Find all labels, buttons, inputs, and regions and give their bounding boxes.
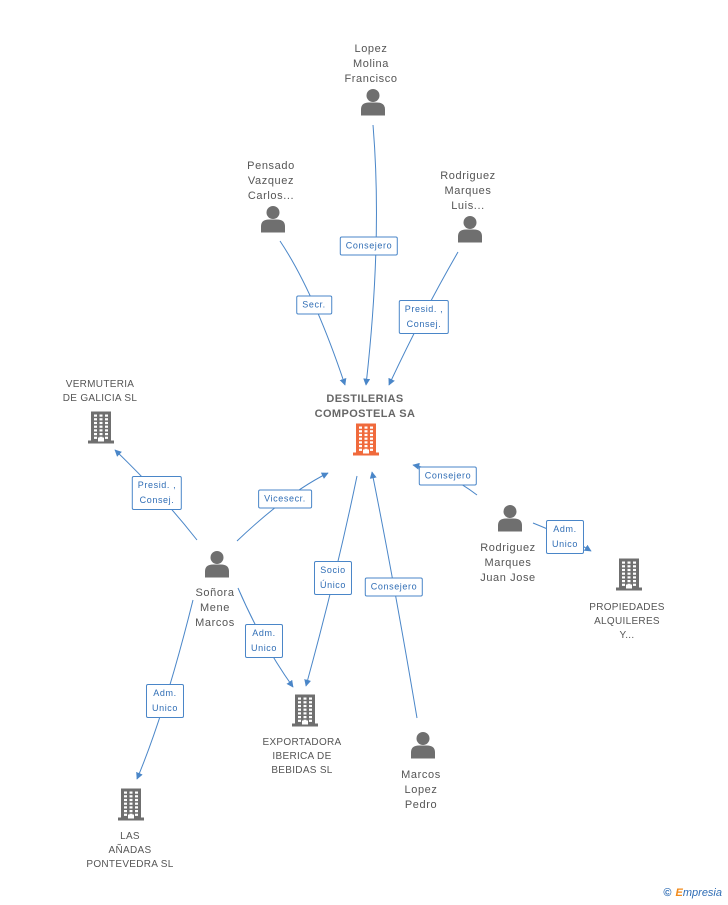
node-label-destilerias[interactable]: DESTILERIAS COMPOSTELA SA xyxy=(314,393,416,420)
node-label-rodriguez_marques_juan[interactable]: Rodriguez Marques Juan Jose xyxy=(480,542,536,584)
node-label-exportadora[interactable]: EXPORTADORA IBERICA DE BEBIDAS SL xyxy=(262,737,342,776)
edge-label-rodriguez_marques_juan-to-destilerias[interactable]: Consejero xyxy=(418,466,478,486)
edge-label-destilerias-to-exportadora[interactable]: Socio Único xyxy=(313,561,353,595)
node-label-las_anadas[interactable]: LAS AÑADAS PONTEVEDRA SL xyxy=(86,831,174,870)
edge-label-lopez_molina-to-destilerias[interactable]: Consejero xyxy=(339,236,399,256)
edge-label-marcos_lopez-to-destilerias[interactable]: Consejero xyxy=(364,577,424,597)
person-icon[interactable] xyxy=(360,88,386,121)
person-icon[interactable] xyxy=(204,550,230,583)
person-icon[interactable] xyxy=(260,205,286,238)
company-icon[interactable] xyxy=(290,693,320,732)
brand-name: mpresia xyxy=(682,887,722,899)
person-icon[interactable] xyxy=(457,215,483,248)
edge-label-rodriguez_marques_juan-to-propiedades[interactable]: Adm. Unico xyxy=(545,520,585,554)
node-label-lopez_molina[interactable]: Lopez Molina Francisco xyxy=(344,43,398,85)
empresia-brand[interactable]: ©Empresia xyxy=(663,887,722,899)
node-label-rodriguez_marques_luis[interactable]: Rodriguez Marques Luis... xyxy=(440,170,496,212)
edge-label-sonora_mene-to-exportadora[interactable]: Adm. Unico xyxy=(244,624,284,658)
person-icon[interactable] xyxy=(497,504,523,537)
edge-label-rodriguez_marques_luis-to-destilerias[interactable]: Presid. , Consej. xyxy=(398,300,450,334)
person-icon[interactable] xyxy=(410,731,436,764)
company-icon[interactable] xyxy=(116,787,146,826)
main-company-icon[interactable] xyxy=(351,422,381,461)
node-label-vermuteria[interactable]: VERMUTERIA DE GALICIA SL xyxy=(62,379,138,404)
company-icon[interactable] xyxy=(86,410,116,449)
node-label-marcos_lopez[interactable]: Marcos Lopez Pedro xyxy=(401,769,441,811)
edge-label-pensado_vazquez-to-destilerias[interactable]: Secr. xyxy=(296,295,332,315)
edge-label-sonora_mene-to-destilerias[interactable]: Vicesecr. xyxy=(258,489,312,509)
copyright-icon: © xyxy=(663,887,672,899)
node-label-sonora_mene[interactable]: Soñora Mene Marcos xyxy=(195,587,235,629)
node-label-pensado_vazquez[interactable]: Pensado Vazquez Carlos... xyxy=(247,160,295,202)
edge-label-sonora_mene-to-vermuteria[interactable]: Presid. , Consej. xyxy=(131,476,183,510)
brand-first-letter: E xyxy=(675,887,683,899)
node-label-propiedades[interactable]: PROPIEDADES ALQUILERES Y... xyxy=(589,602,665,641)
company-icon[interactable] xyxy=(614,557,644,596)
edge-label-sonora_mene-to-las_anadas[interactable]: Adm. Unico xyxy=(145,684,185,718)
